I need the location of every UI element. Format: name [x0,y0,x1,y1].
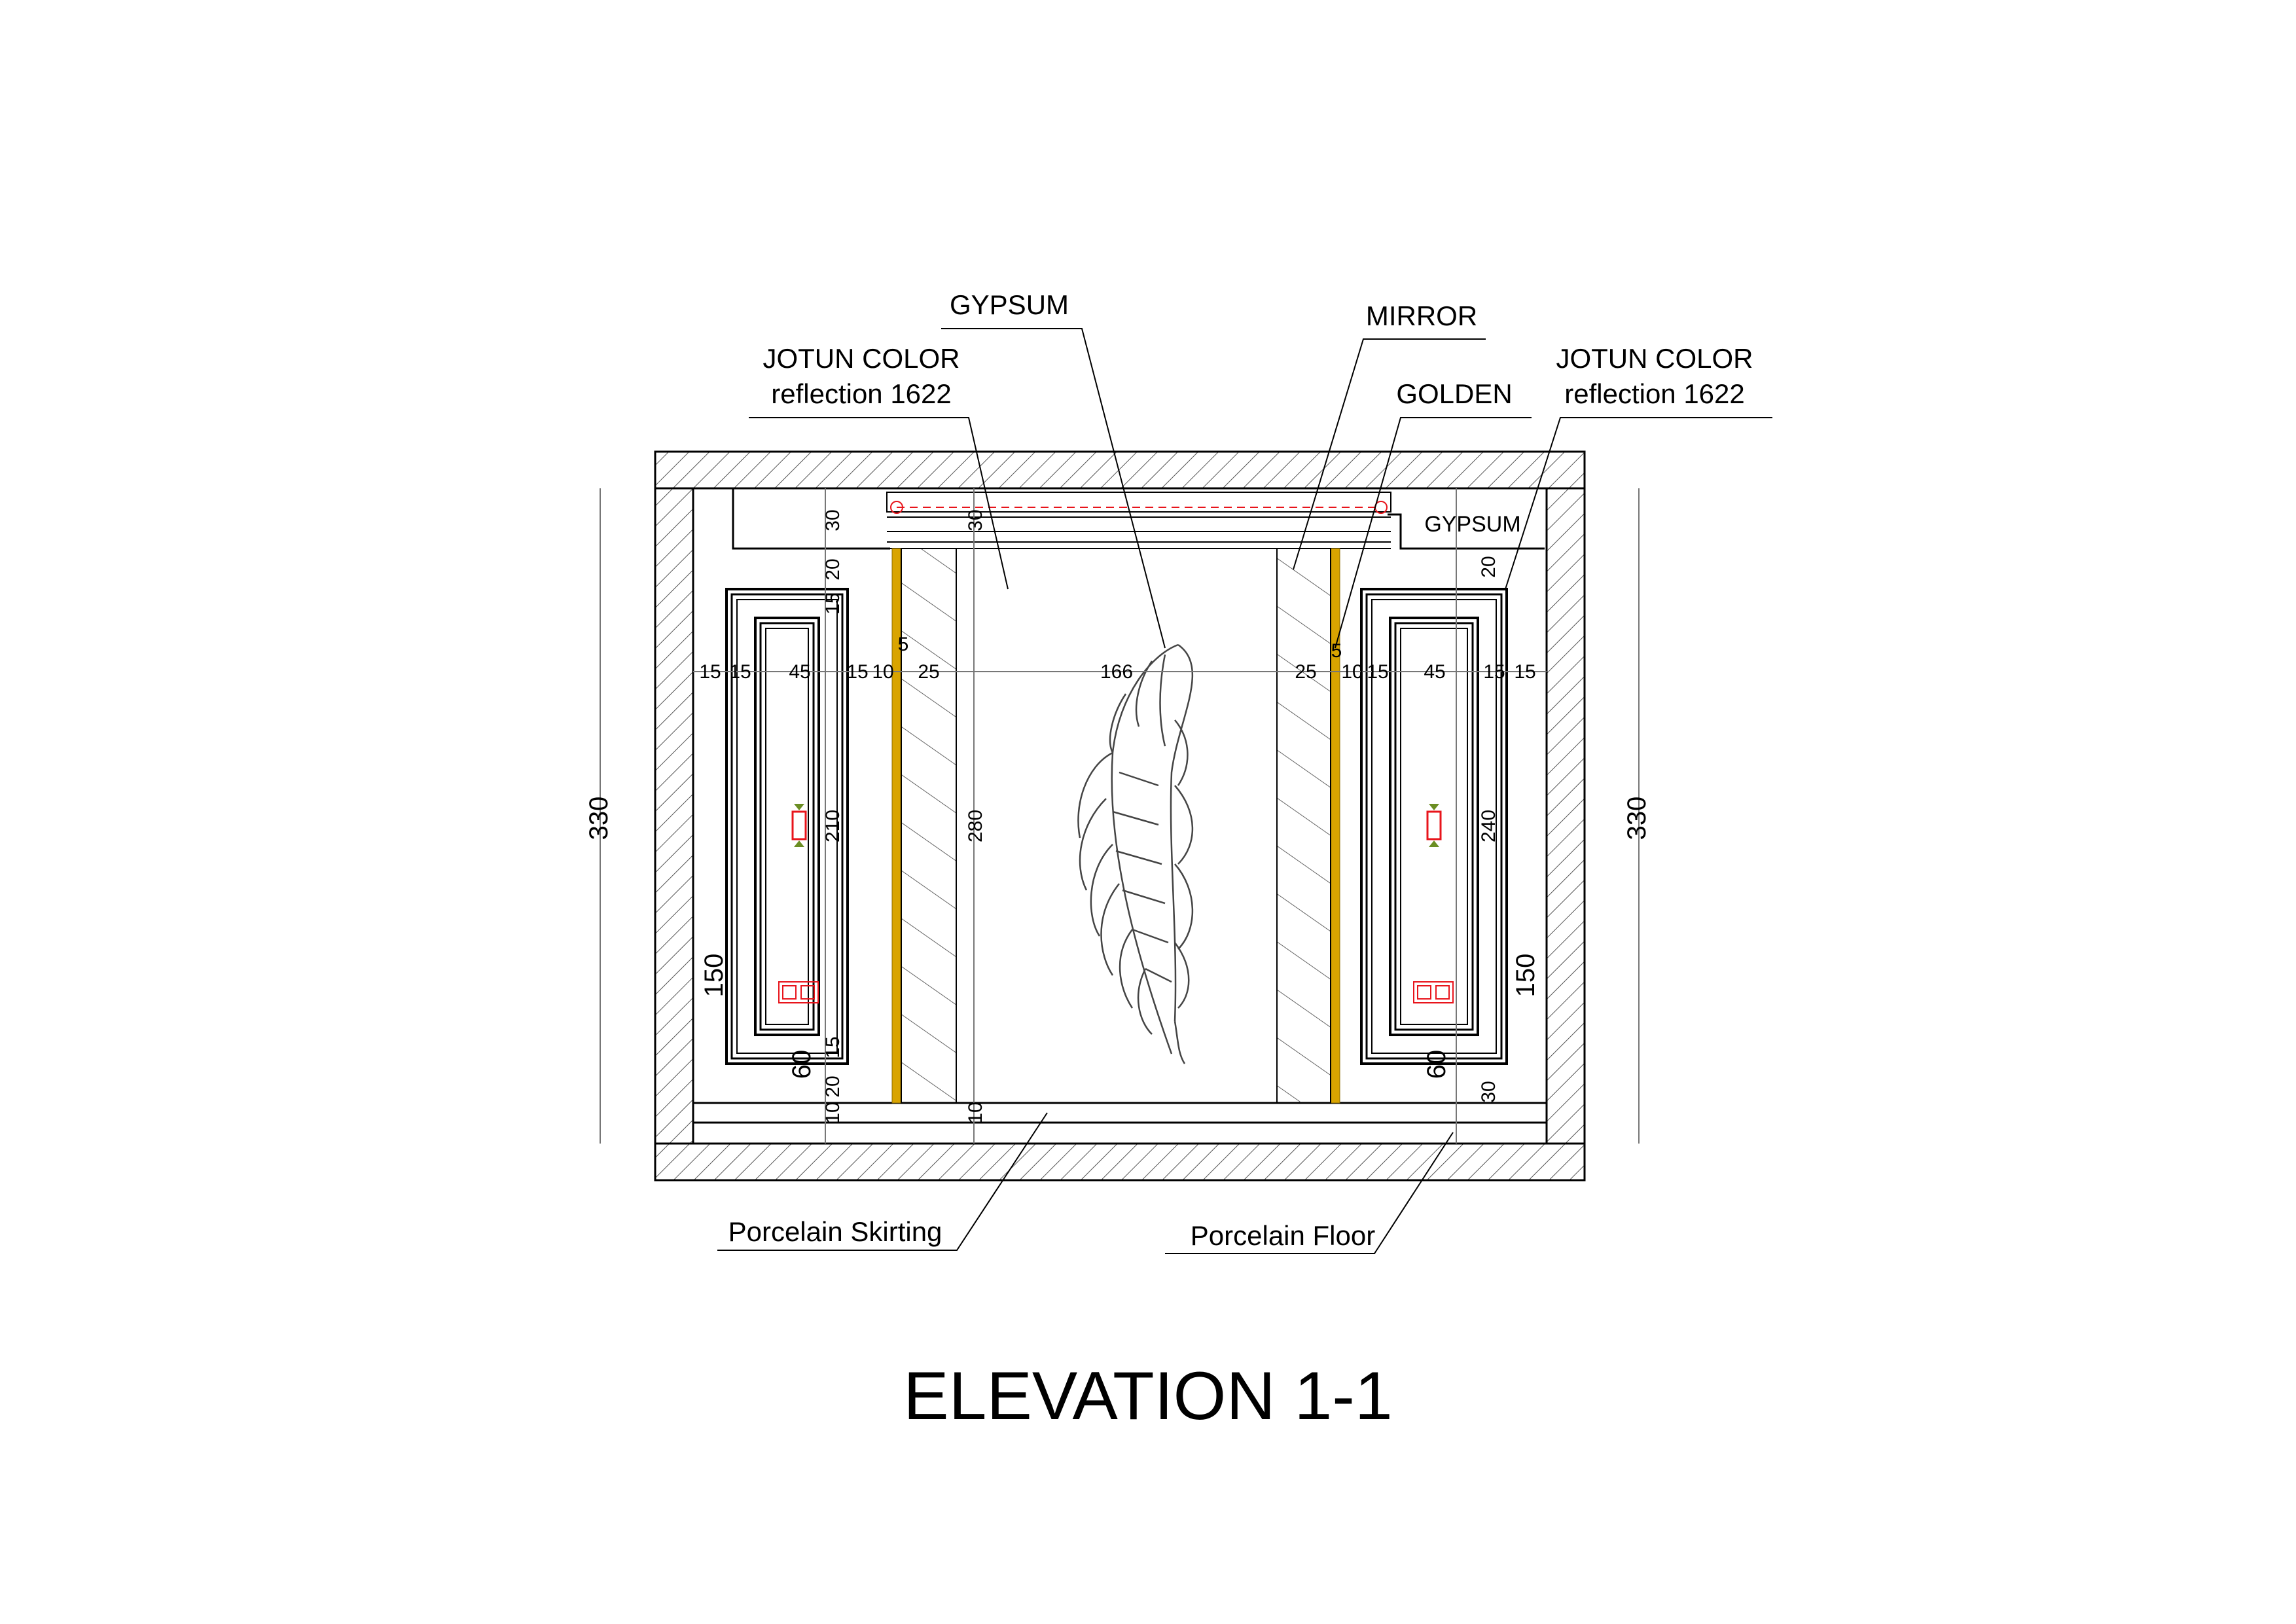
dim-left-60: 60 [787,1050,816,1079]
dim-right-30: 30 [1478,1081,1499,1102]
label-mirror: MIRROR [1366,300,1477,331]
dim-25: 25 [918,661,939,683]
dim-15: 15 [1483,661,1505,683]
dim-right-60: 60 [1422,1050,1451,1079]
dim-15: 15 [729,661,751,683]
skirting [693,1102,1547,1124]
mirror-right [1276,548,1331,1104]
dim-left-15: 15 [822,592,844,614]
structure [654,450,1586,1182]
dimension-row: 15 15 45 15 10 25 166 25 10 15 45 15 15 [699,661,1535,683]
golden-strip-left [891,548,902,1104]
label-gypsum-top: GYPSUM [950,289,1069,320]
mirror-left [901,548,957,1104]
left-frame-panel [725,588,849,1065]
label-jotun-right-2: reflection 1622 [1564,378,1745,409]
right-frame-panel [1360,588,1508,1065]
dim-45: 45 [789,661,810,683]
dim-left-bottom-20: 20 [822,1075,844,1097]
dim-right-20: 20 [1478,556,1499,577]
right-wall [1545,487,1586,1145]
floor-slab [654,1142,1586,1182]
dim-15: 15 [699,661,721,683]
ceiling-light-marker [890,501,903,514]
left-wall [654,487,694,1145]
label-gypsum-right: GYPSUM [1424,512,1520,537]
dim-left-bottom-15: 15 [822,1036,844,1058]
dim-15: 15 [1514,661,1535,683]
label-porcelain-floor: Porcelain Floor [1191,1220,1375,1251]
dim-15: 15 [846,661,868,683]
label-jotun-right-1: JOTUN COLOR [1556,343,1753,374]
dim-center-280: 280 [965,810,986,842]
dim-overall-height-right: 330 [1623,797,1651,840]
label-golden: GOLDEN [1396,378,1512,409]
page-title: ELEVATION 1-1 [903,1358,1393,1434]
dim-left-210: 210 [822,810,844,842]
dim-left-150: 150 [700,954,728,998]
label-jotun-left-1: JOTUN COLOR [762,343,960,374]
dim-166: 166 [1100,661,1133,683]
dim-left-top-30: 30 [822,509,844,531]
label-jotun-left-2: reflection 1622 [771,378,952,409]
gypsum-ceiling [732,488,1545,550]
switch-socket-icon [1413,981,1454,1003]
overall-dimension-lines [600,488,1640,1144]
leader-lines [717,328,1772,1254]
switch-socket-icon [778,981,819,1003]
wall-light-icon [1426,804,1442,847]
dim-25: 25 [1295,661,1316,683]
label-porcelain-skirting: Porcelain Skirting [728,1216,942,1247]
dim-overall-height-left: 330 [584,797,613,840]
dim-golden-right: 5 [1331,640,1342,662]
dim-center-30: 30 [965,509,986,531]
dim-45: 45 [1424,661,1445,683]
dim-10: 10 [1341,661,1363,683]
wall-light-icon [791,804,807,847]
golden-strip-right [1330,548,1340,1104]
dim-right-150: 150 [1511,954,1540,998]
dim-center-10: 10 [965,1102,986,1123]
ceiling-slab [654,450,1586,490]
dim-golden-left: 5 [898,634,909,655]
dim-left-bottom-10: 10 [822,1102,844,1123]
dim-right-240: 240 [1478,810,1499,842]
dim-left-20: 20 [822,558,844,580]
feather-icon [1077,643,1194,1064]
dim-15: 15 [1367,661,1388,683]
dim-10: 10 [872,661,893,683]
